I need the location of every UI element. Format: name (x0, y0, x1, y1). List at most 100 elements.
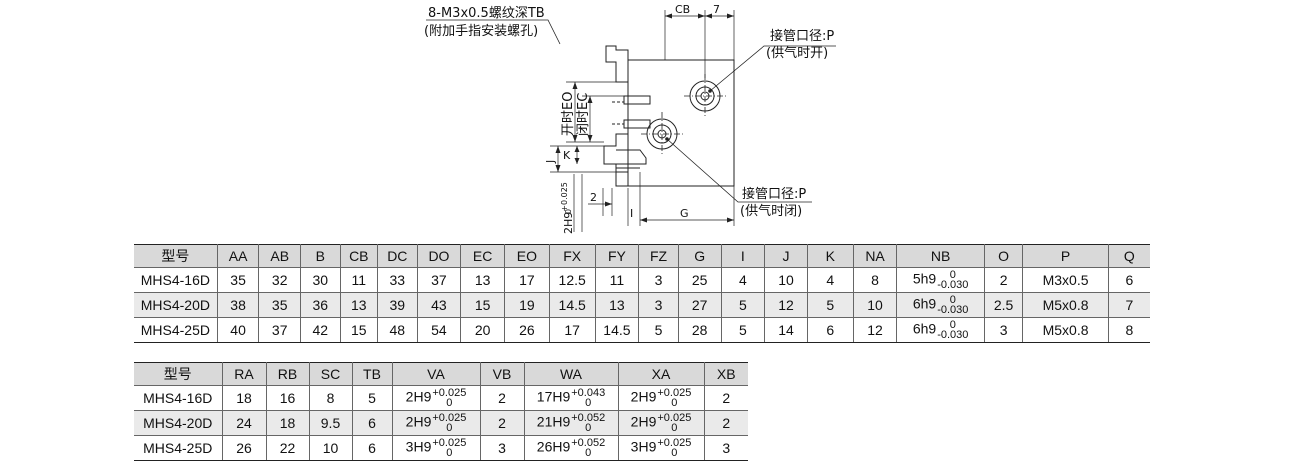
table-cell: 18 (221, 385, 267, 411)
table2-header-cell: VA (391, 362, 481, 386)
table-cell: 17 (504, 267, 550, 293)
table1-header-cell: FZ (638, 244, 679, 268)
dim-g-label: G (680, 207, 689, 220)
tolerance-base: 3H9 (405, 438, 432, 455)
table-cell: 6 (351, 435, 393, 461)
thread-callout-leader (426, 19, 561, 45)
tolerance-lower: 0 (446, 447, 453, 459)
tolerance-upper: 0 (949, 294, 956, 306)
table2-header-cell: XA (617, 362, 705, 386)
table-cell: 2.5 (983, 292, 1024, 318)
model-cell: MHS4-20D (134, 292, 218, 318)
model-cell: MHS4-20D (134, 410, 223, 436)
table-cell: 9.5 (308, 410, 353, 436)
table1-header-cell: EC (460, 244, 506, 268)
tolerance-lower: 0 (585, 422, 592, 434)
tolerance-upper: +0.025 (657, 387, 692, 399)
table-cell: 26 (221, 435, 267, 461)
tolerance-lower: 0 (585, 447, 592, 459)
port-open-note: (供气时开) (766, 45, 828, 61)
table1-header-cell: FY (594, 244, 640, 268)
table-cell: 5 (351, 385, 393, 411)
tolerance-base: 2H9 (405, 388, 432, 405)
tolerance-base: 3H9 (630, 438, 657, 455)
table-cell: 14 (764, 317, 808, 343)
table-cell: 5 (638, 317, 679, 343)
table1-header-cell: AA (216, 244, 260, 268)
tolerance-lower: 0 (671, 447, 678, 459)
table-cell: 43 (416, 292, 462, 318)
table-cell: 12 (764, 292, 808, 318)
table1-header-cell: DC (377, 244, 418, 268)
table-cell: 38 (216, 292, 260, 318)
jaw-lower-outline (603, 133, 628, 187)
table-cell: 4 (720, 267, 766, 293)
table1-header-cell: NA (852, 244, 898, 268)
model-cell: MHS4-25D (134, 317, 218, 343)
table-cell: 35 (216, 267, 260, 293)
table-cell: 26 (504, 317, 550, 343)
dim-ec-label: 闭时EC (576, 93, 591, 136)
table-cell: 6 (351, 410, 393, 436)
tolerance-base: 2H9 (630, 388, 657, 405)
table-cell: 15 (460, 292, 506, 318)
tolerance-base: 21H9 (536, 413, 571, 430)
dim-hole-tol-lower: 0 (564, 209, 573, 214)
table-cell: 35 (258, 292, 302, 318)
table-cell: 10 (764, 267, 808, 293)
thread-callout-note: (附加手指安装螺孔) (424, 24, 538, 39)
port-close-note: (供气时闭) (740, 203, 802, 219)
tolerance-upper: +0.025 (432, 387, 467, 399)
table-cell: 13 (339, 292, 379, 318)
table-row: MHS4-16D 35 32 30 11 33 37 13 17 12.5 11… (134, 267, 1150, 293)
tolerance-base: 2H9 (405, 413, 432, 430)
model-cell: MHS4-16D (134, 267, 218, 293)
table1-header-row: 型号 AA AB B CB DC DO EC EO FX FY FZ G I J… (134, 244, 1150, 268)
table-cell: 30 (300, 267, 341, 293)
table-row: MHS4-25D 40 37 42 15 48 54 20 26 17 14.5… (134, 317, 1150, 343)
table1-header-cell: O (983, 244, 1024, 268)
table2-header-cell: VB (479, 362, 525, 386)
table-cell: 6 (1107, 267, 1150, 293)
table-cell: 2 (703, 385, 748, 411)
dim-hole-label: 2H9+0.025 (560, 182, 575, 234)
table-cell: 28 (677, 317, 722, 343)
spec-table-2: 型号 RA RB SC TB VA VB WA XA XB MHS4-16D 1… (134, 362, 748, 461)
tolerance-lower: -0.030 (937, 304, 969, 316)
table1-header-model: 型号 (134, 244, 218, 268)
tolerance-lower: -0.030 (937, 279, 969, 291)
tolerance-lower: -0.030 (937, 329, 969, 341)
tolerance-base: 2H9 (630, 413, 657, 430)
jaw-upper-outline (605, 45, 629, 83)
table-cell: 19 (504, 292, 550, 318)
tolerance-base: 6h9 (912, 320, 937, 337)
tolerance-upper: 0 (949, 269, 956, 281)
table1-header-cell: DO (416, 244, 462, 268)
table-cell: 2 (479, 385, 525, 411)
tolerance-base: 6h9 (912, 295, 937, 312)
tolerance-upper: +0.025 (657, 412, 692, 424)
port-open-leader (709, 45, 836, 92)
model-cell: MHS4-16D (134, 385, 223, 411)
table-cell: 3 (703, 435, 748, 461)
table-cell: 3 (479, 435, 525, 461)
tolerance-cell: 6h9 0-0.030 (896, 292, 985, 318)
tolerance-lower: 0 (446, 397, 453, 409)
table-cell: 5 (806, 292, 854, 318)
table-cell: 39 (377, 292, 418, 318)
technical-drawing: 8-M3x0.5螺纹深TB (附加手指安装螺孔) 接管口径:P (供气时开) 接… (424, 3, 836, 234)
table-cell: 13 (594, 292, 640, 318)
table-cell: 2 (703, 410, 748, 436)
